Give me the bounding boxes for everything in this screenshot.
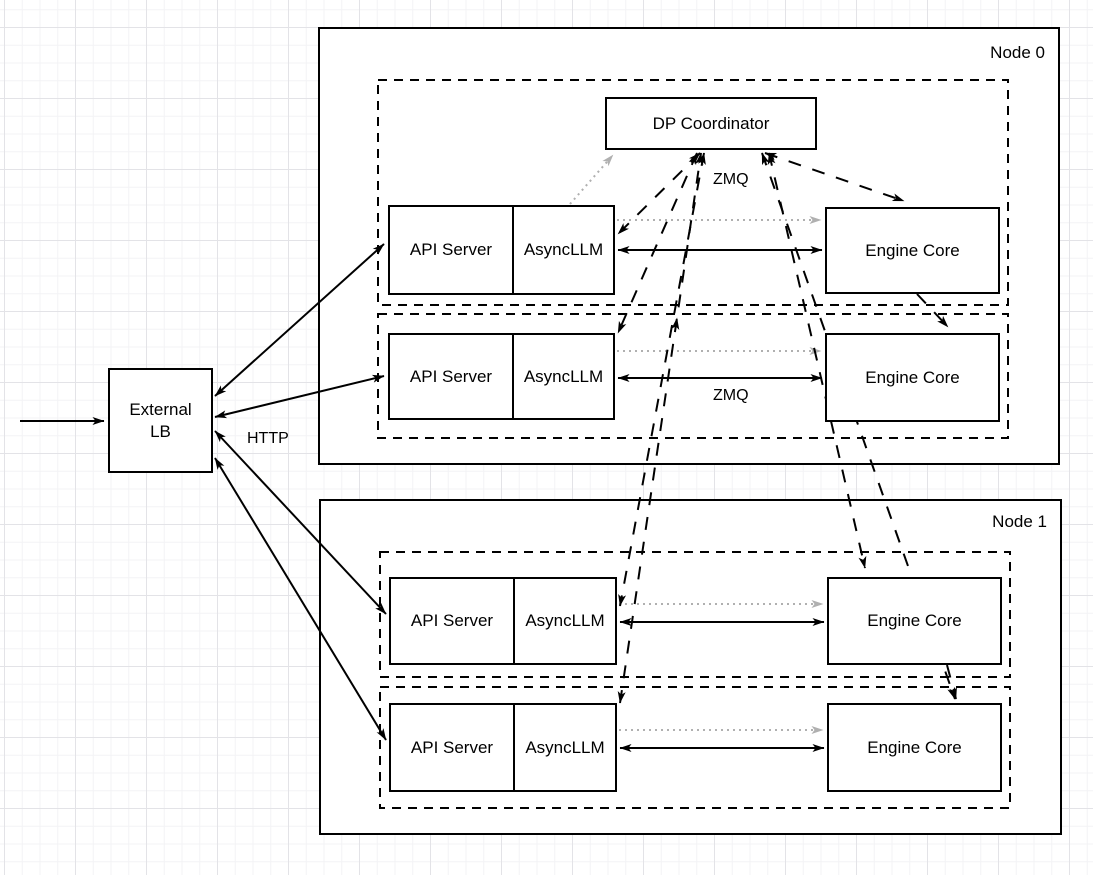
dp-coordinator-box: DP Coordinator [605, 97, 817, 150]
api-asyncllm-box-n1r2: API Server AsyncLLM [389, 703, 617, 792]
http-label: HTTP [247, 430, 289, 447]
dp-coordinator-label: DP Coordinator [652, 113, 770, 133]
arrow-lb-api-n0r1 [214, 243, 385, 397]
arrow-lb-api-n1r1 [214, 430, 387, 615]
api-server-label: API Server [409, 240, 493, 259]
engine-core-label: Engine Core [865, 240, 960, 260]
dashed-ec-chain-n1 [946, 664, 957, 700]
asyncllm-cell: AsyncLLM [512, 207, 613, 293]
dashed-dp-ec-n0r1 [764, 152, 905, 202]
external-lb-label: External LB [129, 399, 191, 442]
api-server-cell: API Server [390, 335, 512, 418]
dashed-container-n1r2 [379, 686, 1011, 809]
api-server-label: API Server [410, 737, 494, 757]
asyncllm-cell: AsyncLLM [512, 335, 613, 418]
arrow-lb-api-n0r2 [214, 374, 385, 419]
dotted-async-dp [569, 154, 614, 205]
api-server-label: API Server [410, 611, 494, 630]
asyncllm-label: AsyncLLM [523, 366, 604, 386]
zmq-label-mid: ZMQ [713, 387, 749, 404]
api-server-cell: API Server [391, 579, 513, 663]
dashed-dp-async-n1r2 [617, 152, 704, 704]
arrow-lb-api-n1r2 [214, 457, 387, 741]
asyncllm-label: AsyncLLM [525, 737, 605, 757]
asyncllm-cell: AsyncLLM [513, 705, 615, 790]
engine-core-box-n1r2: Engine Core [827, 703, 1002, 792]
engine-core-box-n0r1: Engine Core [825, 207, 1000, 294]
api-server-cell: API Server [391, 705, 513, 790]
external-lb-line2: LB [150, 421, 171, 441]
node0-label: Node 0 [990, 43, 1045, 62]
engine-core-box-n0r2: Engine Core [825, 333, 1000, 422]
asyncllm-label: AsyncLLM [523, 240, 604, 259]
api-asyncllm-box-n0r2: API Server AsyncLLM [388, 333, 615, 420]
engine-core-label: Engine Core [865, 367, 960, 387]
node1-label: Node 1 [992, 512, 1047, 531]
engine-core-box-n1r1: Engine Core [827, 577, 1002, 665]
api-asyncllm-box-n0r1: API Server AsyncLLM [388, 205, 615, 295]
api-asyncllm-box-n1r1: API Server AsyncLLM [389, 577, 617, 665]
asyncllm-cell: AsyncLLM [513, 579, 615, 663]
api-server-cell: API Server [390, 207, 512, 293]
dashed-dp-async-n0r1 [617, 152, 701, 235]
external-lb-line1: External [129, 400, 192, 420]
engine-core-label: Engine Core [867, 737, 962, 757]
external-lb-box: External LB [108, 368, 213, 473]
api-server-label: API Server [409, 366, 493, 386]
zmq-label-top: ZMQ [713, 171, 749, 188]
engine-core-label: Engine Core [867, 611, 962, 631]
dashed-ec-chain-n0 [916, 293, 949, 328]
asyncllm-label: AsyncLLM [525, 611, 605, 630]
